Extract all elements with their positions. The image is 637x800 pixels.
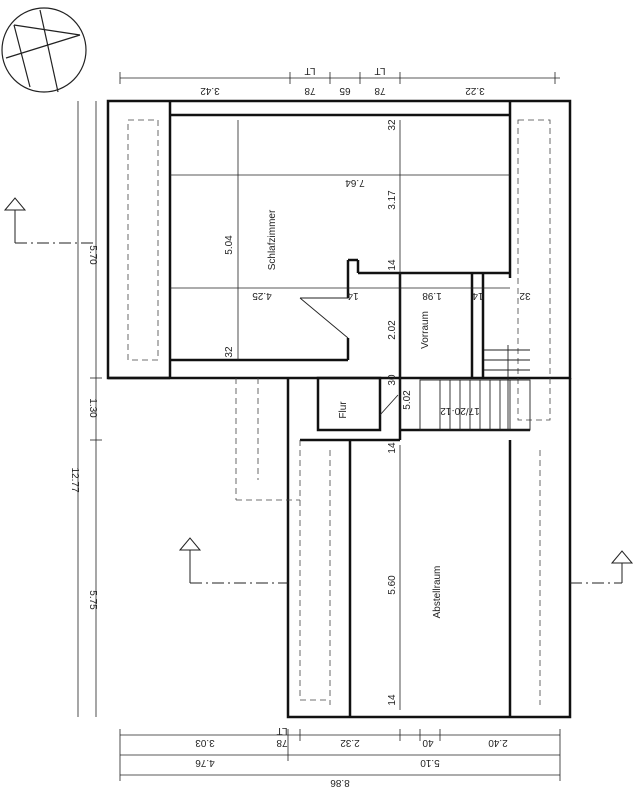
- room-label-schlafzimmer: Schlafzimmer: [267, 209, 278, 270]
- dim-top-5: 3.22: [465, 85, 485, 96]
- door-swing: [299, 297, 399, 416]
- section-markers: [3, 197, 634, 584]
- dim-int-198: 1.98: [422, 290, 442, 301]
- dim-int-32a: 32: [224, 346, 235, 358]
- dim-left-2: 1.30: [87, 398, 98, 418]
- dim-bottom3: 8.86: [330, 777, 350, 788]
- dim-bottom1-1: 3.03: [195, 737, 215, 748]
- dim-top-1: 3.42: [200, 85, 220, 96]
- room-label-flur: Flur: [338, 401, 349, 419]
- dim-bottom1-5: 2.40: [488, 737, 508, 748]
- dim-bottom1-3: 2.32: [340, 737, 360, 748]
- room-label-vorraum: Vorraum: [420, 311, 431, 349]
- dim-int-32b: 32: [387, 119, 398, 131]
- dim-bottom1-4: 40: [422, 737, 434, 748]
- stair-label: 17/20·12: [440, 405, 480, 416]
- dim-bottom2-2: 5.10: [420, 757, 440, 768]
- dim-left-3: 5.75: [87, 590, 98, 610]
- dim-bottom2-1: 4.76: [195, 757, 215, 768]
- dim-bottom1-lt: LT: [277, 725, 288, 736]
- dim-int-14a: 14: [347, 290, 359, 301]
- dim-top-4: 78: [374, 85, 386, 96]
- dim-left-outer: 12.77: [69, 467, 80, 492]
- dim-int-425: 4.25: [252, 290, 272, 301]
- room-label-abstellraum: Abstellraum: [432, 566, 443, 619]
- dim-int-14c: 14: [387, 442, 398, 454]
- dim-int-317: 3.17: [387, 190, 398, 210]
- dim-top-2: 78: [304, 85, 316, 96]
- dim-int-502: 5.02: [402, 390, 413, 410]
- dim-int-30: 30: [387, 374, 398, 386]
- dim-int-32: 32: [519, 290, 531, 301]
- compass-icon: [1, 7, 87, 93]
- dim-left-1: 5.70: [87, 245, 98, 265]
- staircase: [419, 345, 531, 431]
- dim-top-lt1: LT: [305, 65, 316, 76]
- dim-int-764: 7.64: [345, 177, 365, 188]
- dim-bottom1-2: 78: [276, 737, 288, 748]
- slope-lines: [127, 119, 551, 705]
- dim-int-14d: 14: [387, 694, 398, 706]
- dim-top-lt2: LT: [375, 65, 386, 76]
- dim-int-14v: 14: [387, 259, 398, 271]
- dim-int-560: 5.60: [387, 575, 398, 595]
- dim-int-14b: 14: [472, 290, 484, 301]
- dim-top-3: 65: [339, 85, 351, 96]
- dim-int-202: 2.02: [387, 320, 398, 340]
- dimension-lines: [77, 72, 561, 781]
- dim-int-504: 5.04: [224, 235, 235, 255]
